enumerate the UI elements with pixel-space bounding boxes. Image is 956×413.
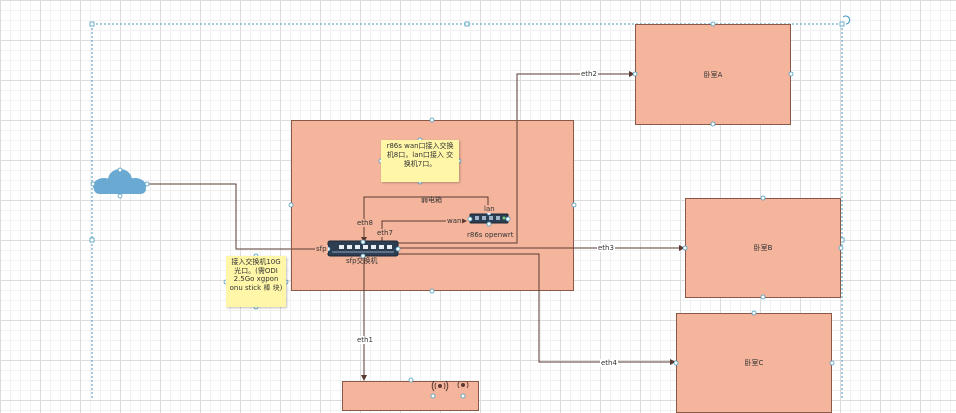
eth2-label: eth2 (580, 70, 598, 78)
eth4-label: eth4 (600, 359, 618, 367)
weak-box-title: 弱电箱 (421, 196, 442, 204)
switch-label: sfp交换机 (346, 257, 378, 265)
switch-sfp-port-label: sfp (315, 245, 328, 253)
router-lan-port-label: lan (483, 205, 496, 213)
router-label: r86s openwrt (467, 231, 514, 239)
link-eth4-inner (398, 253, 540, 291)
eth7-label: eth7 (376, 229, 394, 237)
rotate-handle-icon (842, 15, 851, 25)
connector-overlay (90, 21, 844, 399)
connection-points[interactable] (90, 21, 844, 399)
eth3-label: eth3 (597, 244, 615, 252)
weak-box-note[interactable]: r86s wan口接入交换机8口，lan口接入 交换机7口。 (381, 140, 459, 182)
room-b-label: 卧室B (753, 244, 773, 252)
link-cloud-sfp (146, 183, 328, 250)
room-a-label: 卧室A (703, 70, 723, 79)
isp-note[interactable]: 接入交换机10G光口。(需ODI 2.5Go xgpon onu stick 棒… (226, 256, 286, 307)
cloud-icon[interactable] (93, 169, 146, 194)
eth1-label: eth1 (356, 336, 374, 344)
isp-note-text: 接入交换机10G光口。(需ODI 2.5Go xgpon onu stick 棒… (229, 258, 283, 292)
room-c-label: 卧室C (744, 359, 764, 367)
link-eth2-inner (398, 121, 518, 244)
router-wan-port-label: wan (446, 217, 463, 225)
wifi-icon (431, 380, 469, 392)
eth8-label: eth8 (356, 219, 374, 227)
weak-box-note-text: r86s wan口接入交换机8口，lan口接入 交换机7口。 (386, 142, 454, 168)
